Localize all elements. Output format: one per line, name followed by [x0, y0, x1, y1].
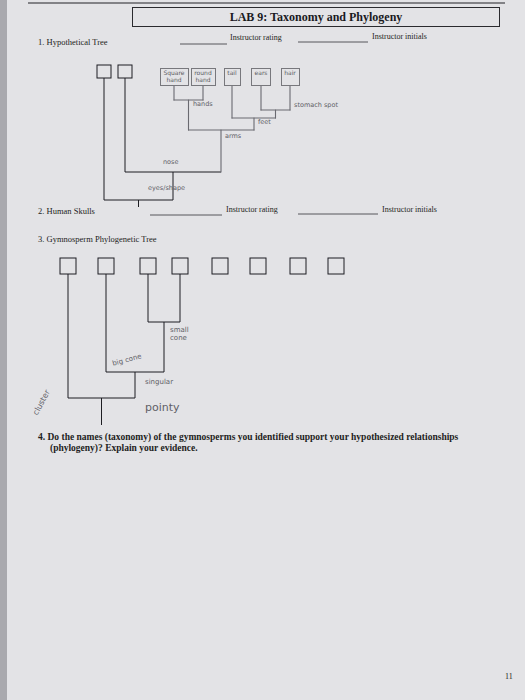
field-label: Instructor initials	[382, 205, 437, 214]
trait-note: singular	[145, 378, 173, 386]
printed-tree	[138, 200, 139, 207]
printed-tree	[104, 78, 105, 200]
printed-tree	[290, 258, 306, 274]
trait-note: cluster	[31, 388, 52, 416]
printed-tree	[172, 258, 188, 274]
pencil-tree	[220, 130, 221, 172]
pencil-tree	[260, 86, 261, 110]
pencil-tree	[275, 110, 276, 118]
answer-blank	[150, 215, 222, 216]
trait-name: hair	[284, 70, 297, 77]
question-text: 4. Do the names (taxonomy) of the gymnos…	[38, 432, 512, 454]
rule-line	[28, 2, 505, 3]
trait-note: nose	[163, 159, 178, 166]
trait-note: small cone	[170, 327, 189, 342]
trait-box: Square hand	[160, 68, 189, 86]
field-label: Instructor rating	[226, 205, 278, 214]
field-label: Instructor initials	[372, 32, 427, 41]
trait-box: ears	[251, 68, 271, 86]
printed-tree	[180, 274, 181, 322]
printed-tree	[212, 258, 228, 274]
section-heading: 1. Hypothetical Tree	[38, 38, 108, 48]
printed-tree	[148, 274, 149, 322]
printed-tree	[60, 65, 344, 425]
field-label: Instructor rating	[230, 33, 282, 42]
printed-tree	[125, 78, 126, 172]
section-heading: 3. Gymnosperm Phylogenetic Tree	[38, 235, 157, 245]
section-heading: 2. Human Skulls	[38, 207, 95, 217]
trait-box: tail	[224, 68, 241, 86]
paper-ground	[0, 0, 7, 700]
worksheet-title: LAB 9: Taxonomy and Phylogeny	[230, 10, 403, 25]
pencil-tree	[231, 86, 232, 118]
printed-tree	[60, 258, 76, 274]
printed-tree	[118, 65, 132, 78]
printed-tree	[101, 398, 102, 425]
trait-note: big cone	[111, 352, 142, 368]
pencil-tree	[173, 86, 174, 100]
trait-note: feet	[258, 119, 271, 126]
trait-box: hair	[281, 68, 300, 86]
trait-note: hands	[193, 101, 213, 108]
title-box: LAB 9: Taxonomy and Phylogeny	[132, 7, 500, 27]
printed-tree	[250, 258, 266, 274]
pencil-tree	[253, 118, 254, 130]
printed-tree	[68, 274, 69, 398]
answer-blank	[180, 44, 227, 45]
page-number: 11	[505, 672, 513, 681]
trait-name: Square hand	[163, 70, 186, 84]
pencil-tree	[174, 86, 290, 172]
answer-blank	[298, 42, 368, 43]
printed-tree	[98, 258, 114, 274]
printed-tree	[328, 258, 344, 274]
rule-line	[28, 2, 505, 3]
printed-tree	[97, 65, 111, 78]
printed-tree	[140, 258, 156, 274]
pencil-tree	[188, 100, 189, 130]
printed-tree	[106, 274, 107, 372]
trait-note: eyes/shape	[148, 185, 185, 192]
trait-note: pointy	[145, 402, 180, 415]
printed-tree	[135, 372, 136, 398]
trait-name: tail	[227, 70, 238, 77]
trait-name: ears	[254, 70, 268, 77]
trait-note: arms	[225, 133, 241, 140]
printed-tree	[164, 322, 165, 372]
trait-name: round hand	[194, 70, 213, 84]
pencil-tree	[202, 86, 203, 100]
answer-blank	[298, 214, 378, 215]
trait-note: stomach spot	[294, 102, 338, 109]
trait-box: round hand	[191, 68, 216, 86]
pencil-tree	[289, 86, 290, 110]
